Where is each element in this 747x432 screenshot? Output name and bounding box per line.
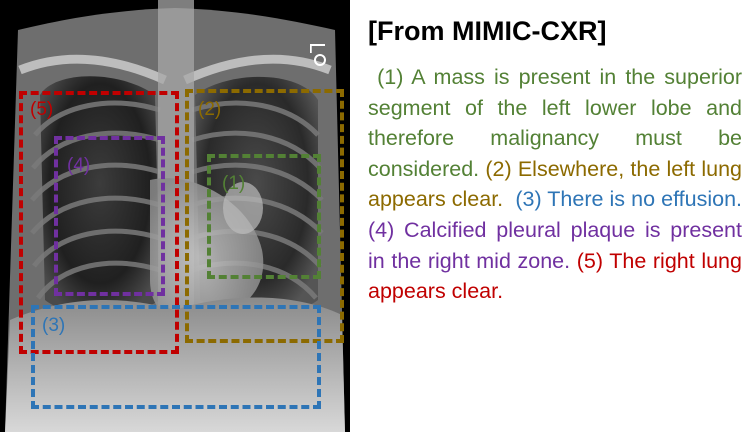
finding-2: (2) Elsewhere, the left lung appears cle… [368, 156, 742, 212]
region-label-4: (4) [67, 155, 91, 176]
region-box-1 [207, 154, 321, 279]
finding-1: (1) A mass is present in the superior se… [368, 65, 742, 181]
finding-4: (4) Calcified pleural plaque is present … [368, 217, 742, 273]
region-box-5 [19, 91, 179, 354]
source-title: [From MIMIC-CXR] [368, 16, 607, 46]
region-box-4 [54, 136, 165, 296]
finding-5: (5) The right lung appears clear. [368, 248, 742, 304]
chest-xray-image: L (5) (2) (4) (1) (3) [0, 0, 350, 432]
findings-panel: [From MIMIC-CXR] (1) A mass is present i… [360, 0, 745, 432]
finding-3: (3) There is no effusion. [515, 187, 743, 212]
region-label-3: (3) [42, 315, 66, 336]
region-box-3 [31, 305, 321, 409]
region-label-1: (1) [222, 173, 246, 194]
chest-xray-drawing: L [5, 0, 345, 432]
region-label-2: (2) [198, 99, 222, 120]
findings-text: (1) A mass is present in the superior se… [368, 62, 742, 307]
region-label-5: (5) [30, 99, 54, 120]
xray-side-marker: L [305, 42, 329, 54]
region-box-2 [185, 89, 344, 343]
